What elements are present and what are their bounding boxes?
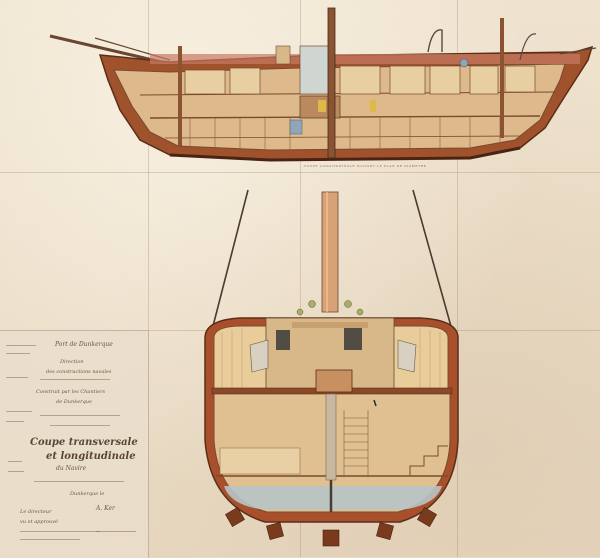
- title-line: vu et approuvé: [20, 519, 58, 525]
- title-line: Le directeur: [20, 509, 52, 515]
- main-mast: [327, 7, 336, 159]
- title-line: de Dunkerque: [56, 399, 92, 405]
- fold-line-vertical: [148, 0, 149, 557]
- shroud-left: [211, 189, 249, 331]
- title-line: Direction: [60, 359, 84, 365]
- deck-band: [150, 54, 580, 64]
- transverse-mast: [321, 191, 339, 313]
- main-title: du Navire: [56, 465, 87, 472]
- longitudinal-caption: COUPE LONGITUDINALE SUIVANT LE PLAN DE D…: [303, 164, 427, 168]
- title-line: des constructions navales: [46, 369, 112, 375]
- fold-line-vertical: [300, 0, 301, 557]
- fold-line-vertical: [457, 0, 458, 557]
- title-line: Construit par les Chantiers: [36, 389, 106, 395]
- staircase: [343, 410, 369, 476]
- main-title: et longitudinale: [46, 451, 136, 462]
- mizzen-mast: [500, 18, 504, 138]
- main-title: Coupe transversale: [30, 437, 138, 448]
- bilge: [224, 486, 442, 510]
- title-cartouche: Port de Dunkerque Direction des construc…: [0, 330, 149, 558]
- keel: [169, 146, 521, 162]
- longitudinal-section: [49, 7, 597, 162]
- fore-mast: [178, 46, 182, 146]
- hatch: [315, 369, 353, 393]
- fold-line-horizontal: [0, 172, 600, 173]
- title-port: Port de Dunkerque: [55, 341, 113, 348]
- shroud-right: [412, 189, 453, 331]
- keel-blocks: [225, 507, 437, 547]
- transverse-section: [204, 189, 459, 547]
- cabin-window: [344, 328, 362, 350]
- cabin-window: [276, 330, 290, 350]
- title-line: Dunkerque le: [70, 491, 105, 497]
- signature: A. Ker: [96, 505, 115, 512]
